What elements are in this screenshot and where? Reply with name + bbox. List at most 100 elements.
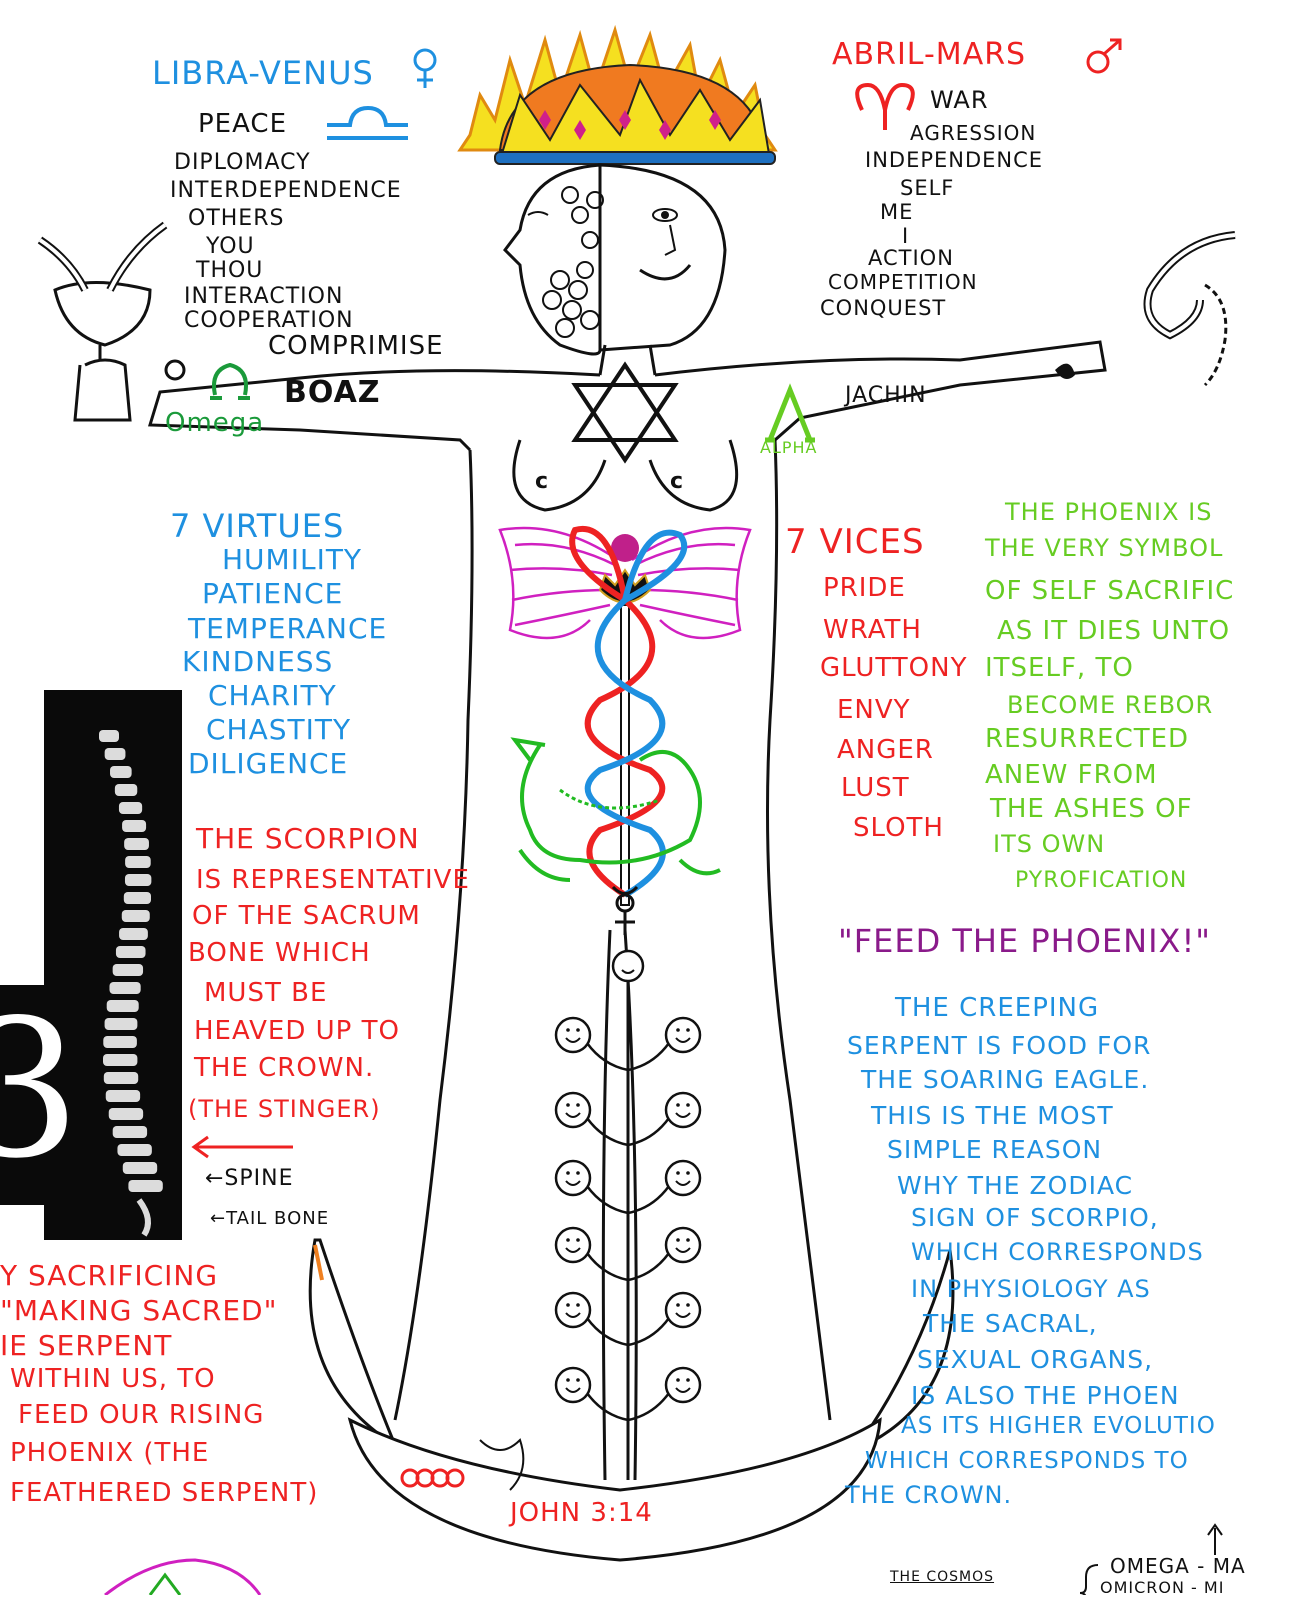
chakra-stem	[587, 1043, 628, 1070]
vertebra	[110, 766, 132, 778]
vertebra	[103, 1054, 137, 1066]
vertebra	[109, 982, 140, 994]
phoenix-line: THE PHOENIX IS	[1005, 500, 1213, 524]
serpent-line: IN PHYSIOLOGY AS	[911, 1277, 1151, 1301]
scorpion-line: IS REPRESENTATIVE	[196, 867, 470, 893]
chakra-stem	[628, 1253, 669, 1280]
vertebra	[124, 892, 151, 904]
star-of-david	[575, 365, 675, 460]
chakra-stem	[587, 1318, 628, 1345]
aries-word: SELF	[900, 178, 954, 199]
libra-glyph	[327, 108, 408, 138]
vertebra	[115, 784, 137, 796]
virtues-title: 7 VIRTUES	[170, 510, 344, 542]
feed-the-phoenix: "FEED THE PHOENIX!"	[838, 925, 1211, 957]
chakra-smiley-icon	[556, 1161, 590, 1195]
sacrifice-line: "MAKING SACRED"	[0, 1297, 277, 1325]
vice-item: WRATH	[823, 617, 922, 643]
chakra-smiley-icon	[666, 1018, 700, 1052]
vertebra	[125, 856, 151, 868]
chakra-smiley-icon	[556, 1293, 590, 1327]
vertebra	[117, 1144, 151, 1156]
phoenix-line: ITS OWN	[993, 832, 1105, 856]
sacrifice-line: FEATHERED SERPENT)	[10, 1480, 318, 1506]
vertebra	[119, 928, 148, 940]
scorpion-line: HEAVED UP TO	[194, 1018, 400, 1044]
serpent-line: THIS IS THE MOST	[871, 1103, 1114, 1128]
libra-word: YOU	[206, 234, 255, 259]
serpent-line: WHY THE ZODIAC	[897, 1173, 1133, 1198]
chakra-stem	[587, 1393, 628, 1420]
svg-text:c: c	[670, 469, 683, 494]
libra-word: THOU	[196, 258, 263, 283]
vertebra	[122, 820, 146, 832]
crown-band	[495, 152, 775, 164]
serpent-line: AS ITS HIGHER EVOLUTIO	[901, 1415, 1216, 1438]
vertebra	[128, 1180, 162, 1192]
vice-item: PRIDE	[823, 575, 906, 601]
serpent-line: THE CROWN.	[845, 1483, 1012, 1507]
chakra-stem	[587, 1186, 628, 1213]
vertebra	[106, 1090, 140, 1102]
vice-item: SLOTH	[853, 815, 944, 841]
aries-word: WAR	[930, 88, 989, 112]
spine-label: ←SPINE	[205, 1168, 294, 1190]
libra-word: COMPRIMISE	[268, 332, 444, 362]
cup	[55, 283, 150, 346]
omega-symbol	[210, 365, 250, 398]
cosmos-label: THE COSMOS	[890, 1570, 994, 1584]
scorpion-line: THE CROWN.	[194, 1055, 374, 1081]
aries-word: ME	[880, 202, 913, 223]
vertebra	[113, 964, 143, 976]
chakra-stem	[587, 1118, 628, 1145]
chakra-smiley-icon	[666, 1161, 700, 1195]
big-three-panel: 3	[0, 985, 68, 1205]
vertebra	[125, 874, 151, 886]
vertebra	[109, 1108, 143, 1120]
vertebra	[104, 1072, 138, 1084]
aries-word: I	[902, 226, 909, 247]
chakra-smiley-icon	[556, 1228, 590, 1262]
libra-title: LIBRA-VENUS	[152, 57, 374, 89]
serpent-line: SERPENT IS FOOD FOR	[847, 1033, 1151, 1058]
libra-word: INTERDEPENDENCE	[170, 178, 402, 203]
sacrifice-line: PHOENIX (THE	[10, 1440, 209, 1466]
chakra-smiley-icon	[556, 1368, 590, 1402]
svg-text:c: c	[535, 469, 548, 494]
phoenix-line: RESURRECTED	[985, 726, 1189, 752]
mars-glyph	[1088, 40, 1120, 72]
vertebra	[116, 946, 146, 958]
venus-glyph	[415, 50, 435, 88]
vertebra	[105, 748, 126, 760]
cosmos-line: OMEGA - MA	[1110, 1556, 1246, 1576]
scorpion-line: MUST BE	[204, 980, 327, 1006]
phoenix-line: PYROFICATION	[1015, 870, 1187, 892]
vertebra	[107, 1000, 139, 1012]
pillar-boaz: BOAZ	[284, 378, 381, 408]
vertebra	[105, 1018, 138, 1030]
virtue-item: KINDNESS	[182, 648, 333, 676]
omega-label: Omega	[165, 410, 264, 436]
vice-item: LUST	[841, 775, 910, 801]
vices-title: 7 VICES	[785, 525, 925, 559]
virtue-item: HUMILITY	[222, 546, 362, 574]
chakra-stem	[628, 1318, 669, 1345]
mercury-symbol	[613, 887, 637, 935]
bottom-circle-symbol	[105, 1560, 260, 1595]
aries-word: ACTION	[868, 248, 954, 269]
top-chakra	[613, 951, 643, 981]
aries-word: AGRESSION	[910, 123, 1036, 143]
pillar-jachin: JACHIN	[845, 385, 927, 407]
aries-glyph	[857, 85, 913, 130]
serpent-line: SEXUAL ORGANS,	[917, 1347, 1153, 1372]
serpent-line: THE CREEPING	[895, 995, 1099, 1021]
libra-word: OTHERS	[188, 206, 284, 231]
serpent-line: WHICH CORRESPONDS TO	[865, 1450, 1189, 1473]
vertebra	[122, 910, 150, 922]
virtue-item: DILIGENCE	[188, 750, 348, 778]
aries-title: ABRIL-MARS	[832, 40, 1026, 70]
cosmos-bracket	[1080, 1565, 1098, 1595]
head-right	[600, 165, 725, 350]
virtue-item: CHASTITY	[206, 716, 351, 744]
sacrifice-line: FEED OUR RISING	[18, 1402, 264, 1428]
